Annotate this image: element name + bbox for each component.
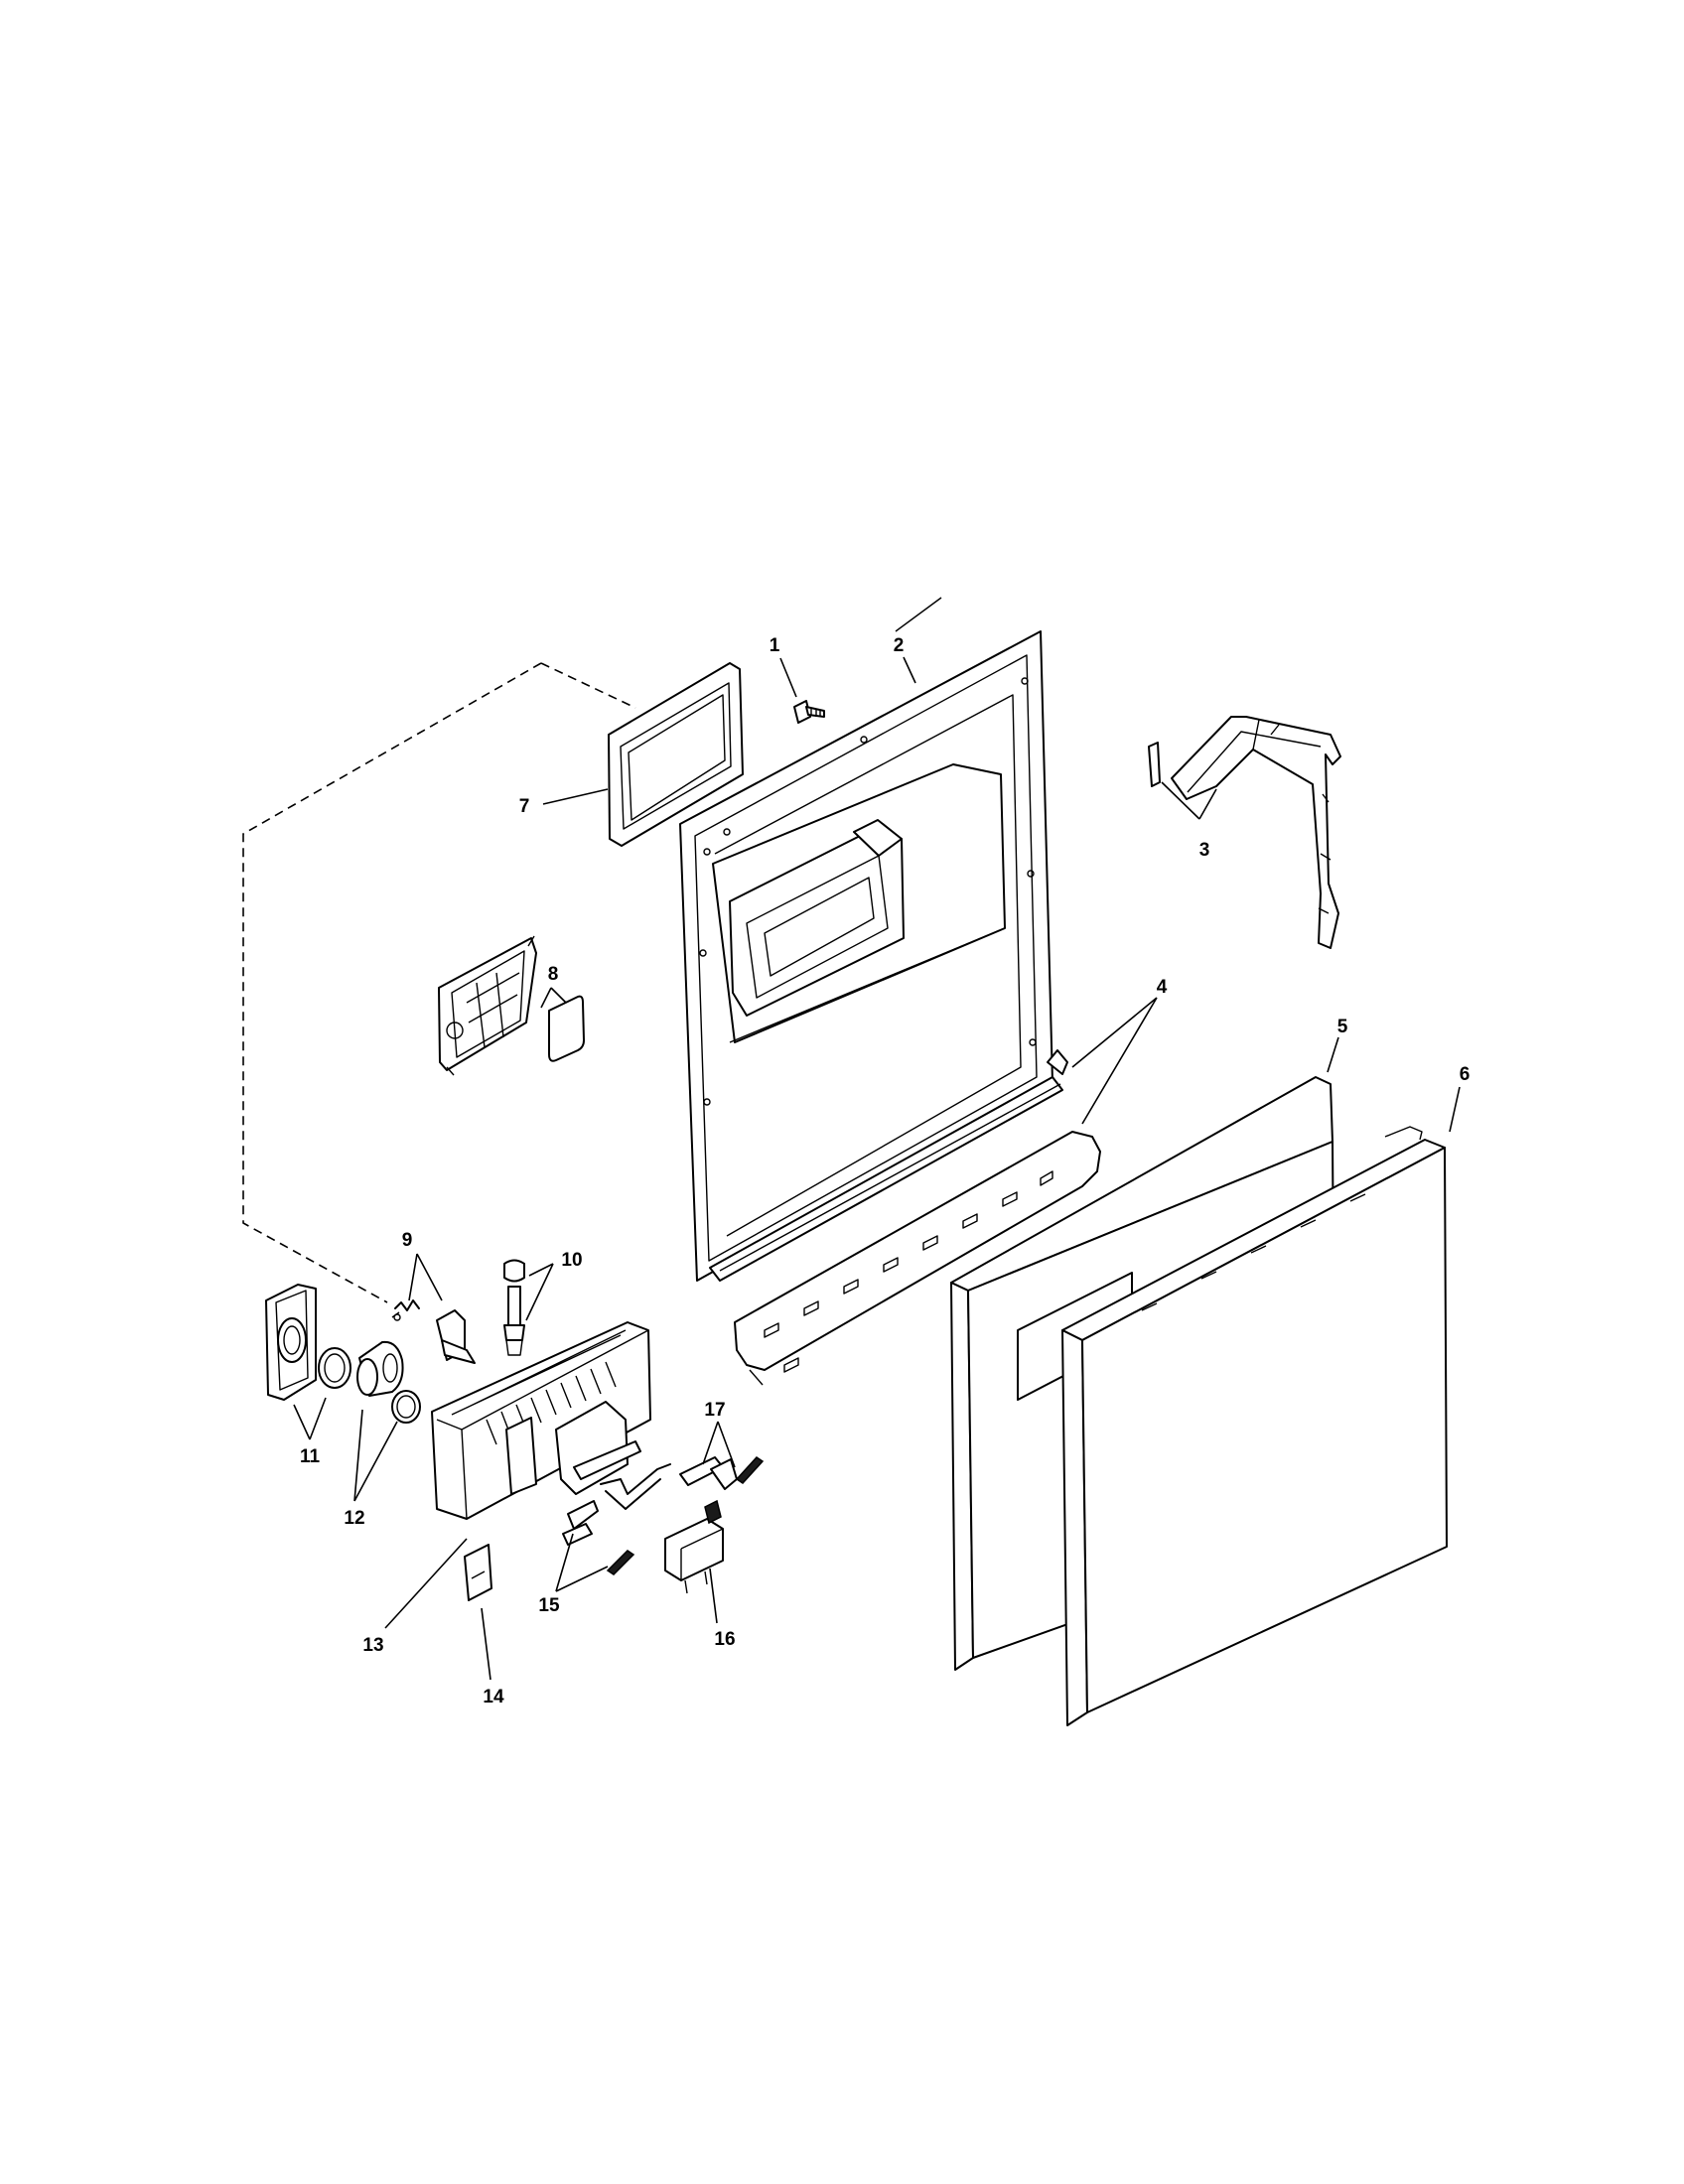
part-9-spring-lever[interactable] bbox=[391, 1299, 476, 1364]
assembly-dashed-outline-top bbox=[540, 662, 636, 709]
part-12-rings-bushing[interactable] bbox=[318, 1340, 421, 1424]
callout-9: 9 bbox=[402, 1230, 413, 1251]
callout-15: 15 bbox=[538, 1595, 560, 1616]
callout-13: 13 bbox=[362, 1635, 383, 1656]
part-7-window-frame[interactable] bbox=[608, 662, 744, 847]
part-11-handle-bezel[interactable] bbox=[265, 1284, 317, 1401]
callout-14: 14 bbox=[483, 1687, 504, 1707]
callout-6: 6 bbox=[1460, 1064, 1471, 1085]
callout-8: 8 bbox=[548, 964, 559, 985]
callout-2: 2 bbox=[894, 635, 905, 656]
callout-3: 3 bbox=[1199, 840, 1210, 861]
part-17-catch-spring[interactable] bbox=[679, 1456, 765, 1490]
callout-1: 1 bbox=[770, 635, 780, 656]
part-3-latch-bracket[interactable] bbox=[1148, 716, 1341, 949]
part-1-screw[interactable] bbox=[793, 700, 825, 724]
callout-labels: 1 2 3 4 5 6 7 8 9 10 11 12 13 14 15 16 1… bbox=[300, 635, 1470, 1707]
part-6-outer-door-panel[interactable] bbox=[1061, 1126, 1448, 1726]
part-8-vent-assembly[interactable] bbox=[438, 935, 585, 1076]
part-14-label-plate[interactable] bbox=[464, 1544, 492, 1601]
callout-4: 4 bbox=[1157, 977, 1168, 998]
part-16-switch[interactable] bbox=[664, 1499, 724, 1594]
callout-16: 16 bbox=[714, 1629, 735, 1650]
part-15-latch-levers[interactable] bbox=[562, 1463, 671, 1575]
leader-lines bbox=[293, 656, 1461, 1681]
callout-11: 11 bbox=[300, 1446, 321, 1467]
assembly-dashed-outline bbox=[242, 662, 542, 1303]
callout-7: 7 bbox=[519, 796, 530, 817]
callout-10: 10 bbox=[561, 1250, 582, 1271]
part-4-door-trim[interactable] bbox=[709, 1049, 1101, 1386]
callout-17: 17 bbox=[704, 1400, 725, 1421]
part-13-latch-housing[interactable] bbox=[431, 1321, 651, 1520]
callout-5: 5 bbox=[1337, 1017, 1348, 1037]
part-2-inner-door-liner[interactable] bbox=[679, 597, 1053, 1282]
part-10-plug-stem[interactable] bbox=[503, 1259, 525, 1356]
callout-12: 12 bbox=[344, 1508, 364, 1529]
